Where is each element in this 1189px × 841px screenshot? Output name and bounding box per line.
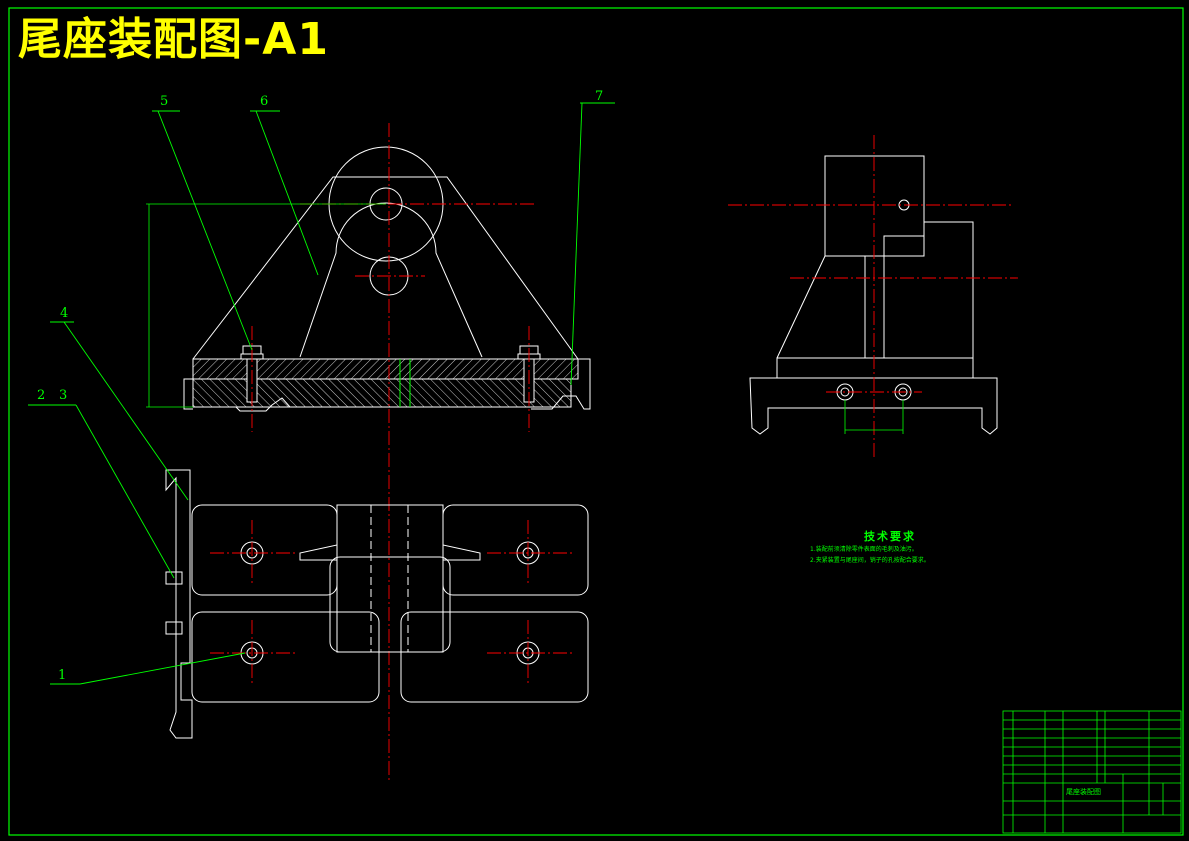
balloon-2: 2	[37, 388, 46, 403]
top-centerlines	[210, 520, 572, 686]
balloon-5: 5	[160, 94, 169, 109]
leader-6-diag	[255, 110, 319, 276]
technical-requirements: 技术要求 1.装配前须清除零件表面的毛刺及油污。 2.夹紧装置与尾座间，销子的孔…	[790, 528, 990, 566]
housing-outline	[192, 176, 579, 360]
leader-23-diag	[75, 404, 175, 579]
balloon-7: 7	[595, 89, 604, 104]
side-body-base	[776, 357, 974, 379]
sheet-border	[8, 7, 1184, 836]
front-centerlines	[251, 123, 535, 780]
side-sloped-wall	[776, 255, 826, 359]
leader-7-diag	[570, 102, 583, 386]
support-bracket	[299, 202, 483, 358]
top-plate-tl	[191, 504, 338, 596]
top-bolt-lower	[165, 621, 183, 635]
top-bolt-upper	[165, 571, 183, 585]
side-step-block	[883, 221, 974, 358]
leaders	[28, 102, 615, 685]
front-view	[183, 146, 591, 412]
leader-4-diag	[63, 321, 189, 501]
height-dimension	[146, 203, 386, 408]
tech-requirement-line-2: 2.夹紧装置与尾座间，销子的孔按配合要求。	[810, 557, 930, 564]
leader-5-diag	[157, 110, 253, 351]
top-view	[165, 469, 589, 739]
top-plate-bl	[191, 611, 380, 703]
top-plate-tr	[442, 504, 589, 596]
tech-requirement-line-1: 1.装配前须清除零件表面的毛刺及油污。	[810, 546, 918, 553]
balloon-4: 4	[60, 306, 69, 321]
side-base-plate	[749, 377, 998, 435]
base-slot	[235, 397, 291, 412]
top-center-block	[299, 504, 481, 653]
top-plate-br	[400, 611, 589, 703]
balloon-3: 3	[59, 388, 68, 403]
side-rib	[864, 255, 885, 359]
top-center-inner	[329, 556, 451, 653]
top-side-bracket	[165, 469, 193, 739]
balloon-6: 6	[260, 94, 269, 109]
tech-requirements-heading: 技术要求	[864, 530, 916, 543]
side-centerlines	[728, 135, 1018, 460]
base-left-step	[183, 378, 193, 410]
balloon-1: 1	[58, 668, 67, 683]
title-block	[1002, 710, 1182, 834]
side-dimension	[844, 400, 904, 434]
base-right-step	[531, 358, 591, 410]
leader-1-diag	[79, 652, 246, 685]
title-block-frame	[1002, 710, 1182, 834]
title-block-drawing-name: 尾座装配图	[1066, 788, 1101, 796]
drawing-title: 尾座装配图-A1	[18, 14, 329, 65]
